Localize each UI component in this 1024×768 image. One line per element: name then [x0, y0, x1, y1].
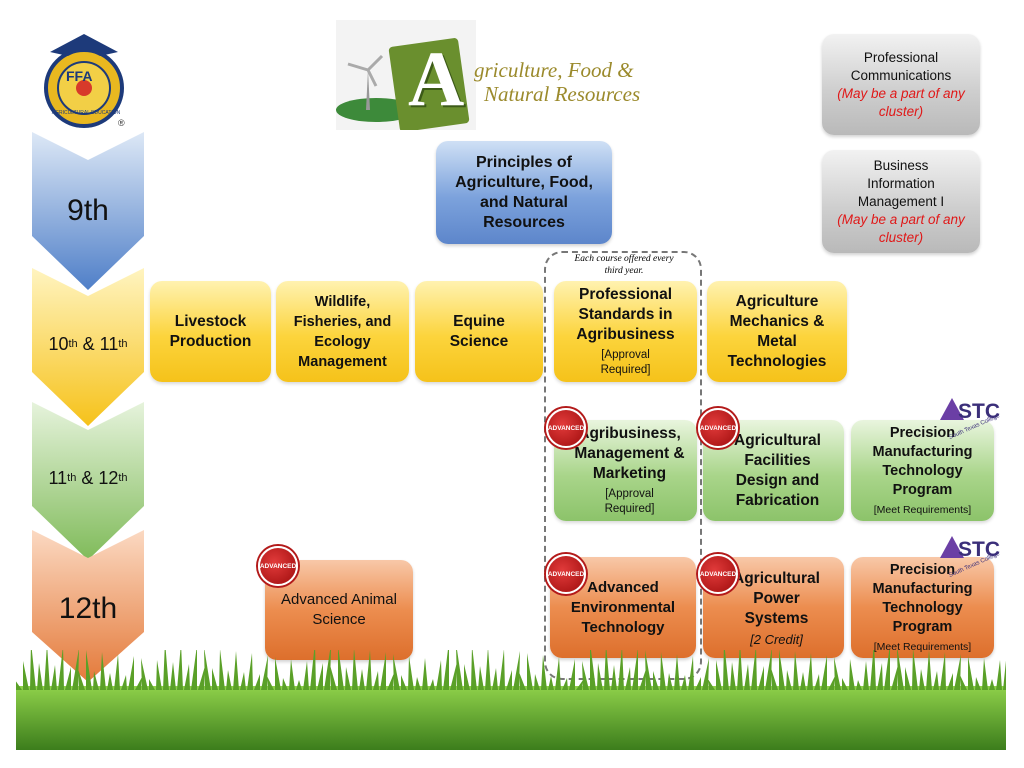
banner-logo-icon — [336, 20, 476, 130]
grade-12th: 12th — [58, 592, 118, 625]
advanced-animal-science-title: Advanced Animal Science — [281, 591, 397, 628]
registered-mark: ® — [118, 118, 125, 128]
agriculture-mechanics-box: Agriculture Mechanics & Metal Technologi… — [707, 281, 847, 382]
professional-communications-title: Professional Communications — [850, 49, 952, 83]
precision-manufacturing-note-1: [Meet Requirements] — [873, 503, 972, 516]
professional-communications-note: (May be a part of any cluster) — [837, 85, 965, 119]
equine-science-box: Equine Science — [415, 281, 543, 382]
ffa-letters: FFA — [66, 68, 93, 84]
banner-letter: A — [408, 35, 465, 122]
precision-manufacturing-box-1: Precision Manufacturing Technology Progr… — [851, 420, 994, 521]
advanced-environmental-title: Advanced Environmental Technology — [570, 578, 676, 636]
livestock-production-title: Livestock Production — [169, 312, 252, 350]
stc-logo-icon: STC South Texas College — [940, 398, 1002, 441]
agricultural-power-title: Agricultural Power Systems — [733, 569, 820, 627]
advanced-environmental-box: Advanced Environmental Technology — [550, 557, 696, 658]
arrow-11-12 — [32, 402, 144, 560]
grass-footer — [16, 650, 1006, 750]
business-information-management-box: Business Information Management I (May b… — [822, 150, 980, 253]
agribusiness-title: Agribusiness, Management & Marketing — [574, 425, 685, 482]
principles-course-title: Principles of Agriculture, Food, and Nat… — [455, 153, 593, 231]
agribusiness-note: [Approval Required] — [604, 488, 655, 515]
business-information-management-title: Business Information Management I — [857, 157, 945, 209]
agricultural-power-note: [2 Credit] — [750, 631, 803, 647]
grade-9th: 9th — [67, 194, 109, 227]
precision-manufacturing-note-2: [Meet Requirements] — [873, 640, 972, 653]
wildlife-fisheries-title: Wildlife, Fisheries, and Ecology Managem… — [293, 293, 392, 370]
ffa-ring-text: AGRICULTURAL EDUCATION — [51, 110, 121, 116]
arrow-9th — [32, 132, 144, 290]
advanced-badge-icon: ADVANCED — [698, 408, 738, 448]
precision-manufacturing-title-1: Precision Manufacturing Technology Progr… — [872, 424, 973, 498]
equine-science-title: Equine Science — [449, 312, 509, 350]
banner-line1: griculture, Food & — [474, 58, 634, 82]
advanced-badge-icon: ADVANCED — [546, 408, 586, 448]
agriculture-mechanics-title: Agriculture Mechanics & Metal Technologi… — [727, 292, 827, 370]
business-information-management-note: (May be a part of any cluster) — [837, 211, 965, 245]
wildlife-fisheries-box: Wildlife, Fisheries, and Ecology Managem… — [276, 281, 409, 382]
precision-manufacturing-title-2: Precision Manufacturing Technology Progr… — [872, 561, 973, 635]
arrow-12th — [32, 530, 144, 682]
grade-arrows — [32, 132, 144, 682]
stc-logo-icon: STC South Texas College — [940, 536, 1002, 579]
professional-communications-box: Professional Communications (May be a pa… — [822, 34, 980, 135]
professional-standards-title: Professional Standards in Agribusiness — [576, 286, 675, 343]
banner-line2: Natural Resources — [484, 82, 641, 106]
professional-standards-note: [Approval Required] — [600, 349, 651, 376]
professional-standards-box: Professional Standards in Agribusiness [… — [554, 281, 697, 382]
precision-manufacturing-box-2: Precision Manufacturing Technology Progr… — [851, 557, 994, 658]
agricultural-facilities-title: Agricultural Facilities Design and Fabri… — [734, 431, 821, 509]
principles-course-box: Principles of Agriculture, Food, and Nat… — [436, 141, 612, 244]
arrow-10-11 — [32, 268, 144, 426]
advanced-badge-icon: ADVANCED — [258, 546, 298, 586]
advanced-badge-icon: ADVANCED — [546, 554, 586, 594]
ffa-emblem-icon — [44, 34, 124, 128]
advanced-badge-icon: ADVANCED — [698, 554, 738, 594]
agricultural-facilities-box: Agricultural Facilities Design and Fabri… — [703, 420, 844, 521]
livestock-production-box: Livestock Production — [150, 281, 271, 382]
every-third-year-note: Each course offered every third year. — [574, 254, 674, 276]
